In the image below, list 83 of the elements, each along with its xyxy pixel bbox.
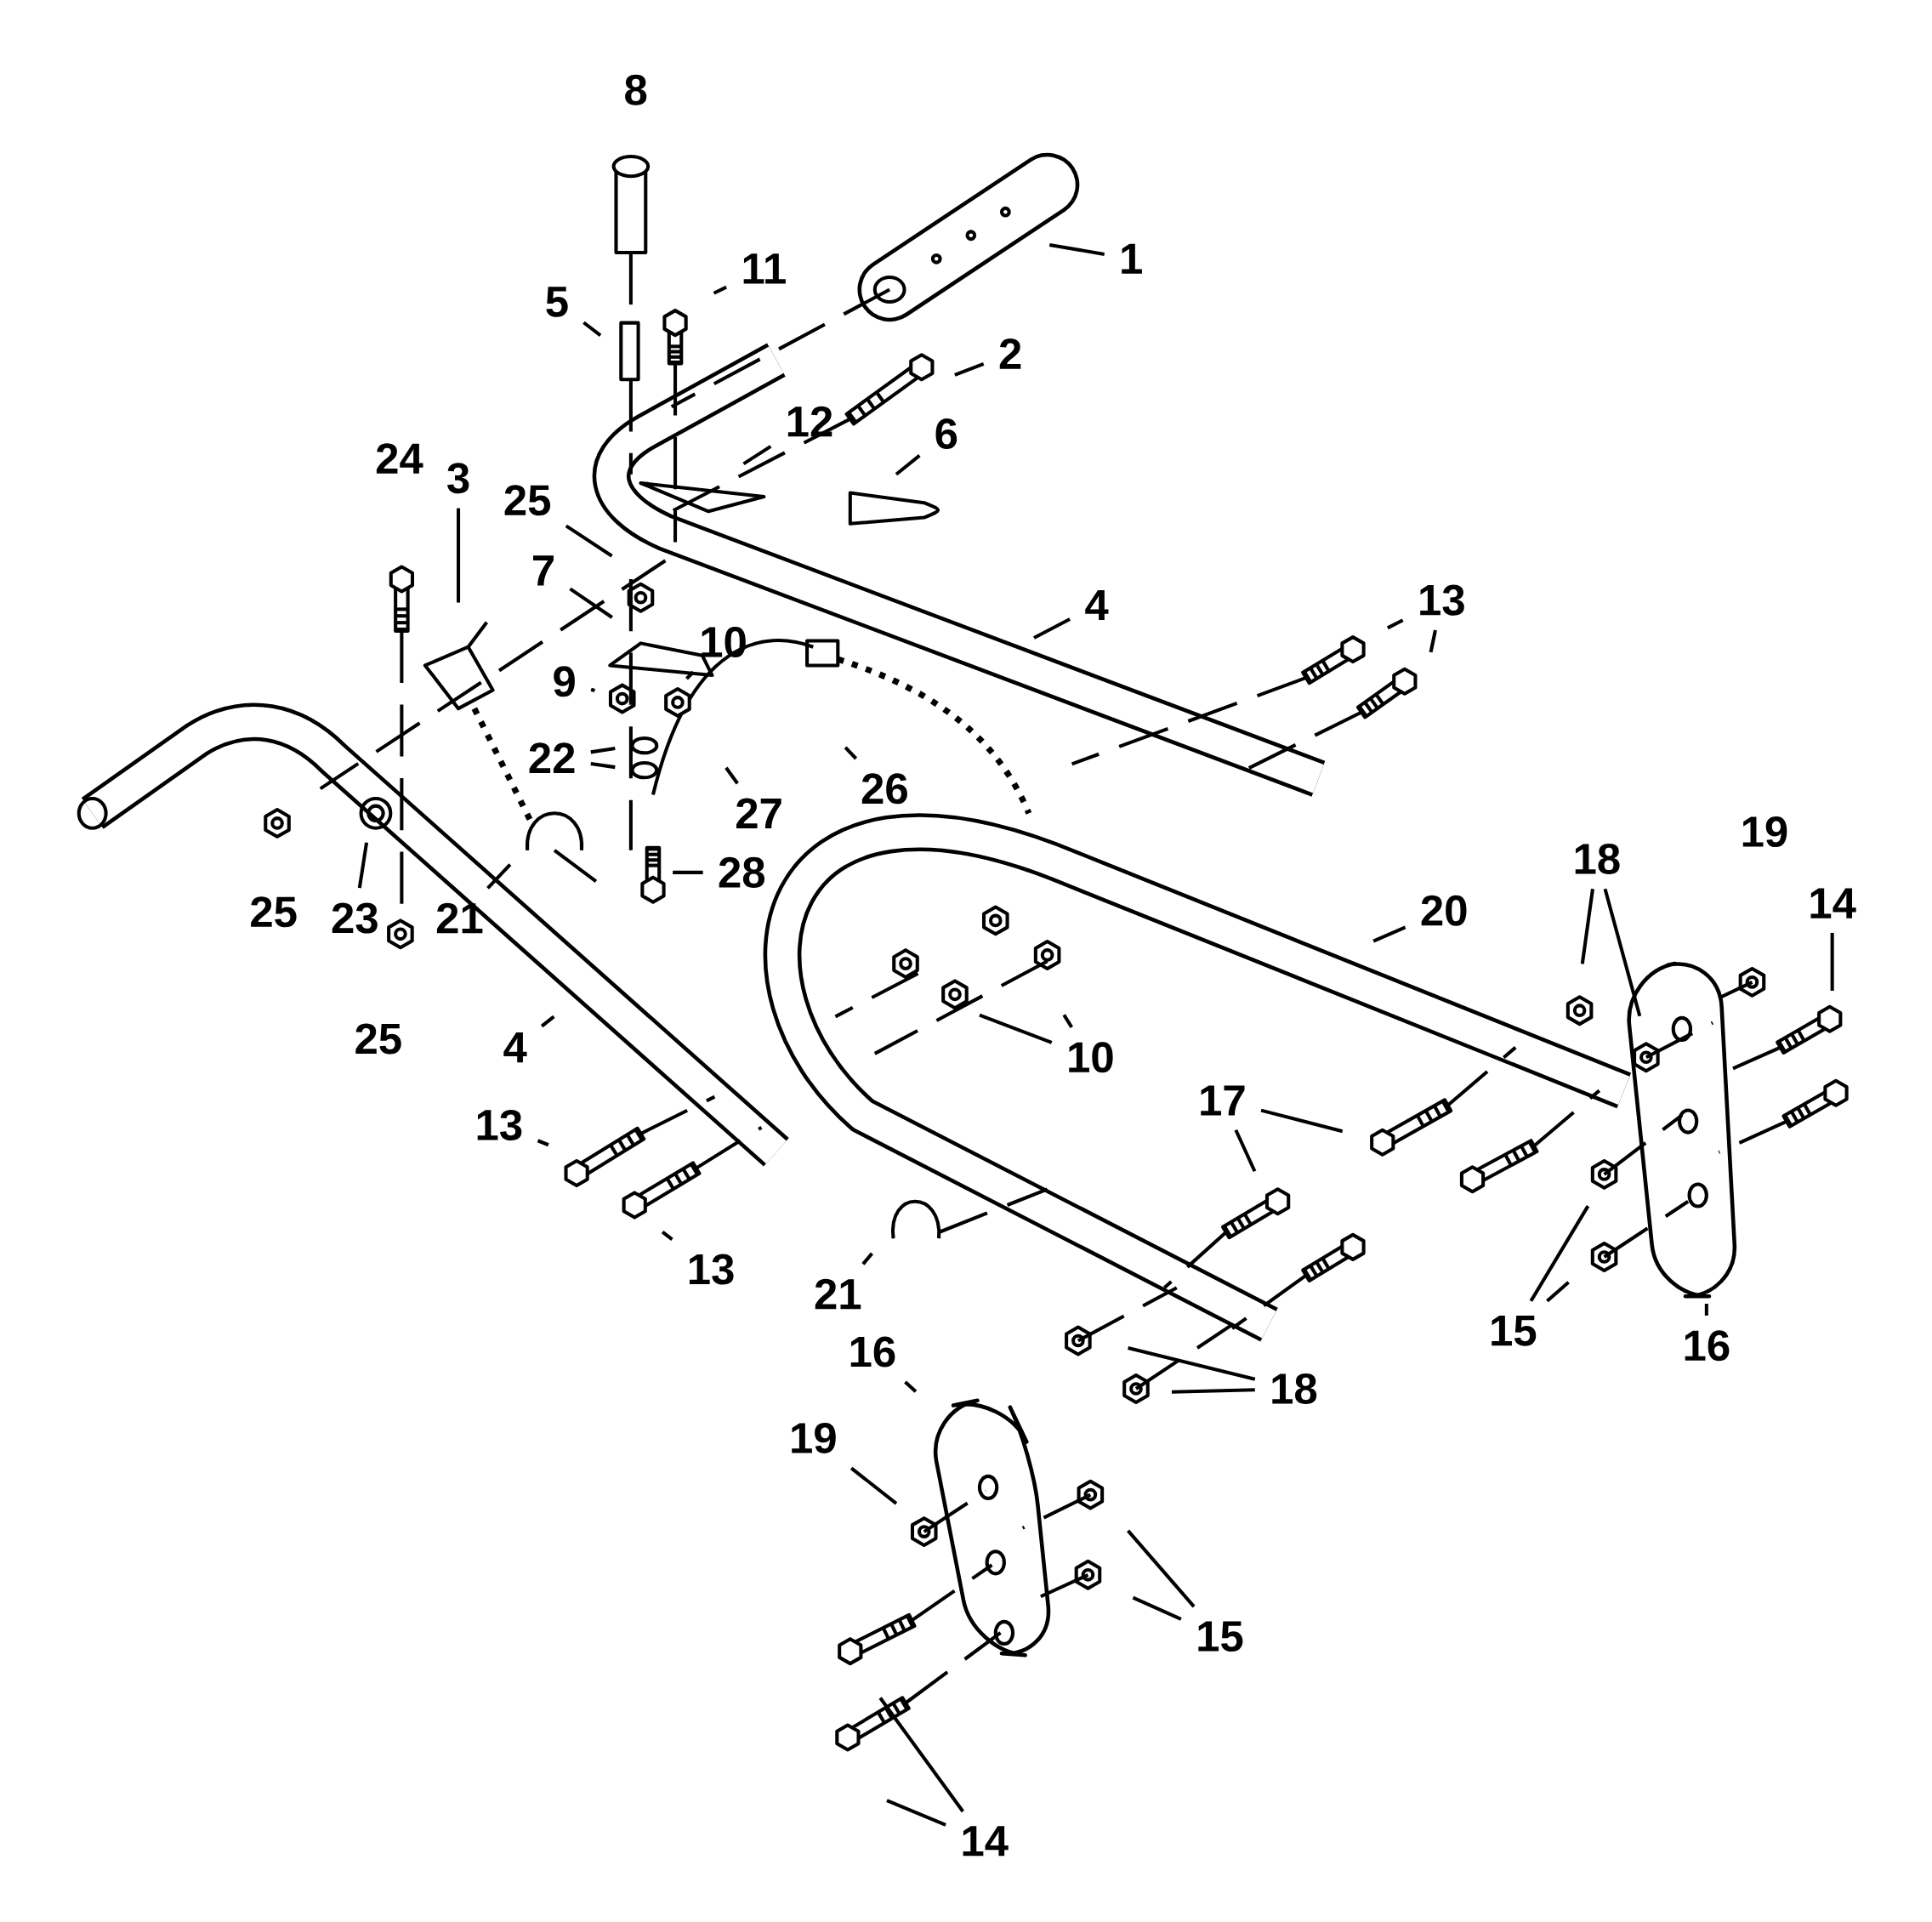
callout-number: 18 <box>1575 843 1620 874</box>
leader-line <box>886 1799 946 1827</box>
callout-number: 27 <box>736 798 781 828</box>
leader-line <box>565 524 613 558</box>
callout-number: 13 <box>1420 584 1464 616</box>
leader-line <box>954 361 985 377</box>
callout-number: 17 <box>1201 1085 1245 1116</box>
callout-number: 13 <box>477 1109 522 1140</box>
callout-number: 11 <box>743 253 786 284</box>
leader-line <box>457 508 461 603</box>
callout-number: 19 <box>1742 816 1787 847</box>
leader-line <box>1171 1388 1255 1394</box>
callout-number: 14 <box>963 1826 1009 1857</box>
callout-number: 28 <box>719 856 765 888</box>
leader-line <box>486 863 512 890</box>
leader-line <box>590 761 616 769</box>
callout-number: 16 <box>850 1336 895 1368</box>
callout-number: 5 <box>546 287 568 317</box>
callout-number: 6 <box>935 418 957 449</box>
leader-line <box>1048 242 1105 256</box>
callout-number: 15 <box>1492 1315 1537 1346</box>
callout-number: 4 <box>1085 589 1109 620</box>
leader-line <box>850 1466 898 1505</box>
leader-line <box>742 445 772 465</box>
leader-line <box>1529 1204 1590 1302</box>
leader-line <box>878 1697 965 1812</box>
leader-line <box>1429 629 1437 653</box>
leader-line <box>1033 617 1071 640</box>
leader-line <box>713 285 728 295</box>
leader-line <box>569 587 613 619</box>
callout-number: 21 <box>815 1278 861 1310</box>
callout-number: 16 <box>1685 1330 1730 1362</box>
leader-line <box>537 1139 549 1146</box>
leader-line <box>357 842 369 889</box>
leader-line <box>844 746 858 760</box>
leader-line <box>590 746 616 754</box>
leader-line <box>673 870 703 874</box>
leader-line <box>1234 1129 1257 1172</box>
callout-number: 13 <box>689 1254 734 1285</box>
leader-line <box>895 453 921 476</box>
leader-line <box>582 321 602 337</box>
leader-line <box>1830 932 1834 991</box>
callout-number: 8 <box>625 74 647 105</box>
callout-number: 15 <box>1198 1621 1243 1652</box>
leader-line <box>861 1252 873 1265</box>
leader-line <box>661 1230 673 1241</box>
callout-number: 25 <box>504 485 551 516</box>
leader-line <box>979 1013 1053 1044</box>
leader-line <box>1372 925 1406 943</box>
leader-line <box>685 670 695 680</box>
callout-number: 23 <box>332 902 378 934</box>
leader-line <box>1132 1595 1182 1621</box>
leader-line <box>540 1015 555 1028</box>
leader-line <box>590 687 595 692</box>
leader-line <box>1260 1108 1344 1133</box>
callout-number: 14 <box>1810 888 1856 918</box>
leader-line <box>904 1380 918 1393</box>
callout-number: 24 <box>376 443 423 474</box>
callout-number: 4 <box>503 1032 527 1062</box>
leader-line <box>1546 1281 1570 1303</box>
leader-line <box>1127 1529 1196 1608</box>
callout-number: 26 <box>861 773 907 805</box>
leader-line <box>1062 1014 1073 1028</box>
callout-number: 7 <box>533 555 554 586</box>
callout-number: 19 <box>792 1422 836 1453</box>
callout-number: 3 <box>447 462 469 494</box>
leader-line <box>1603 888 1642 1017</box>
leader-line <box>1704 1303 1708 1316</box>
callout-number: 10 <box>1069 1042 1113 1073</box>
callout-number: 25 <box>355 1023 401 1055</box>
callout-number: 9 <box>554 666 575 697</box>
callout-number: 1 <box>1122 243 1142 274</box>
callout-number: 12 <box>787 406 832 437</box>
leader-line <box>1386 618 1404 630</box>
callout-number: 2 <box>999 338 1021 369</box>
callout-number: 25 <box>251 896 297 928</box>
callout-number: 18 <box>1272 1373 1317 1404</box>
leader-line <box>1128 1345 1256 1381</box>
leader-line <box>1580 888 1594 964</box>
callout-number: 21 <box>436 902 483 934</box>
leader-line <box>724 766 739 785</box>
callout-number: 20 <box>1421 895 1467 926</box>
callout-number: 22 <box>529 742 575 773</box>
